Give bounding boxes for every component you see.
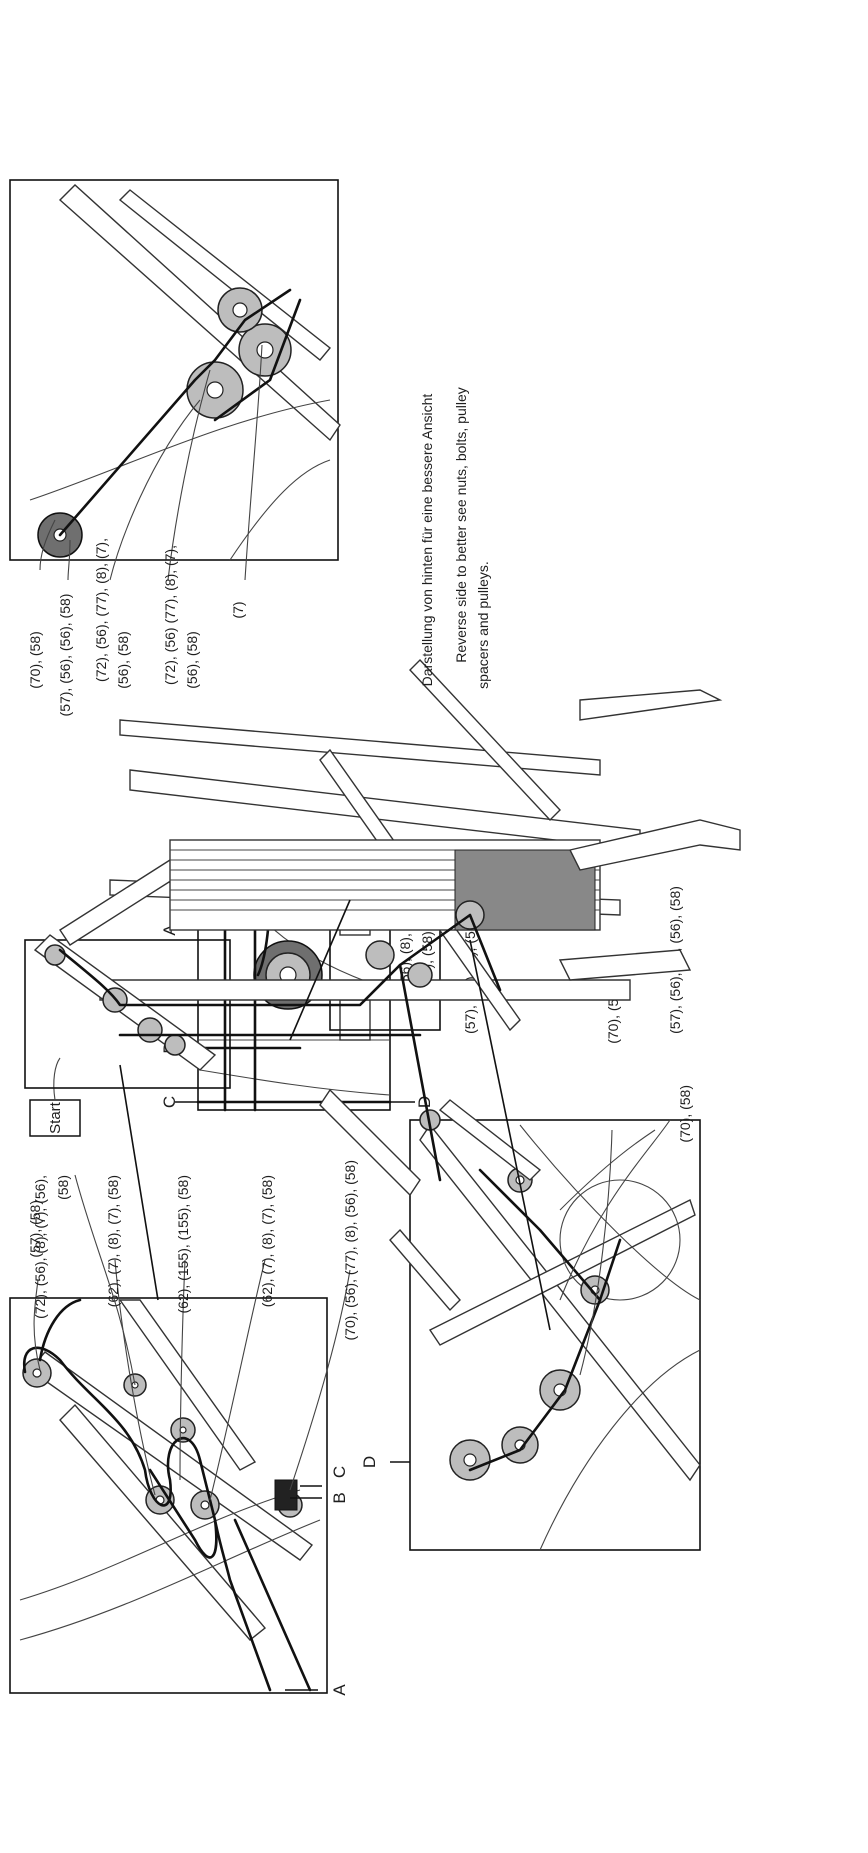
callout-bottom-3: (72), (56), (77), (8), (7),	[93, 538, 109, 682]
start-text: Start	[47, 1101, 64, 1134]
callout-top-5: (70), (56), (77), (8), (56), (58)	[342, 1160, 358, 1341]
callout-bottom-1: (70), (58)	[27, 631, 43, 689]
callout-top-4: (62), (7), (8), (7), (58)	[259, 1175, 275, 1307]
callout-bottom-4b: (56), (58)	[184, 631, 200, 689]
callout-bottom-4: (72), (56) (77), (8), (7),	[162, 545, 178, 685]
letter-d-right: D	[360, 1456, 379, 1468]
top-inset-callouts: (57), (58) (62), (7), (8), (7), (58) (62…	[27, 1160, 358, 1501]
right-inset: D	[360, 1119, 701, 1551]
top-inset: A B C	[9, 1297, 349, 1696]
letter-a-top: A	[330, 1684, 349, 1696]
main-machine	[24, 658, 741, 1312]
callout-bottom-5: (7)	[230, 601, 246, 618]
callout-right-1: (70), (58)	[677, 1085, 693, 1143]
letter-b-top: B	[330, 1492, 349, 1503]
callout-bottom-2: (57), (56), (56), (58)	[57, 594, 73, 717]
callout-top-6b: (58)	[55, 1175, 71, 1200]
caption-english-line1: Reverse side to better see nuts, bolts, …	[453, 387, 469, 662]
caption: Darstellung von hinten für eine bessere …	[419, 387, 491, 689]
caption-english-line2: spacers and pulleys.	[475, 561, 491, 689]
callout-top-3: (62), (155), (155), (58)	[175, 1175, 191, 1314]
caption-german: Darstellung von hinten für eine bessere …	[419, 394, 435, 687]
bottom-inset	[9, 179, 341, 561]
letter-c-mid: C	[160, 1096, 179, 1108]
inset-connector-lines	[119, 899, 551, 1331]
callout-top-6: (72), (56), (8), (7), (56),	[32, 1175, 48, 1319]
callout-bottom-3b: (56), (58)	[115, 631, 131, 689]
letter-c-top: C	[330, 1466, 349, 1478]
bottom-inset-callouts: (70), (58) (57), (56), (56), (58) (72), …	[27, 344, 263, 717]
start-label: Start	[29, 1057, 81, 1137]
callout-top-2: (62), (7), (8), (7), (58)	[105, 1175, 121, 1307]
callout-top-1: (57), (58)	[27, 1200, 43, 1258]
